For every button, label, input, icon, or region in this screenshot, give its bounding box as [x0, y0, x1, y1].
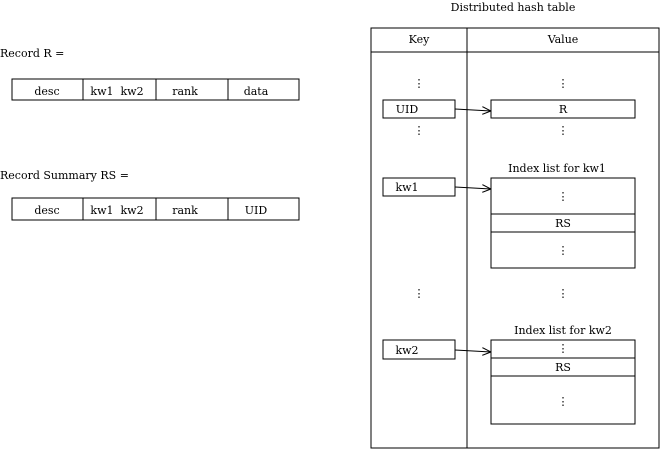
kw2-list-ellipsis: ⋮: [558, 342, 569, 355]
kw2-list-rs: RS: [555, 361, 571, 374]
kw2-key-label: kw2: [395, 344, 418, 357]
kw1-list-title: Index list for kw1: [508, 162, 606, 175]
record-r-label: Record R =: [0, 47, 64, 60]
kw1-list-rs: RS: [555, 217, 571, 230]
key-ellipsis: ⋮: [414, 77, 425, 90]
record-r-table: desc kw1 kw2 rank data: [11, 78, 300, 101]
uid-value-label: R: [559, 103, 568, 116]
kw1-entry: kw1 Index list for kw1 ⋮ RS ⋮: [382, 162, 636, 269]
value-ellipsis: ⋮: [558, 287, 569, 300]
dht-value-header: Value: [547, 33, 579, 46]
uid-arrow: [454, 109, 491, 111]
kw1-list-ellipsis: ⋮: [558, 244, 569, 257]
record-summary-table: desc kw1 kw2 rank UID: [11, 197, 300, 221]
kw1-list-ellipsis: ⋮: [558, 190, 569, 203]
kw2-arrow: [454, 350, 491, 352]
record-summary-field-rank: rank: [172, 204, 198, 217]
kw1-key-label: kw1: [395, 181, 418, 194]
uid-key-label: UID: [396, 103, 419, 116]
record-summary-field-desc: desc: [34, 204, 59, 217]
record-summary-field-keywords: kw1 kw2: [90, 204, 143, 217]
value-ellipsis: ⋮: [558, 124, 569, 137]
kw2-list-title: Index list for kw2: [514, 324, 612, 337]
record-r-field-rank: rank: [172, 85, 198, 98]
record-r-field-keywords: kw1 kw2: [90, 85, 143, 98]
record-summary-label: Record Summary RS =: [0, 169, 129, 182]
dht-title: Distributed hash table: [451, 1, 576, 14]
kw1-arrow: [454, 187, 491, 189]
record-summary-field-uid: UID: [245, 204, 268, 217]
kw2-list-ellipsis: ⋮: [558, 395, 569, 408]
key-ellipsis: ⋮: [414, 124, 425, 137]
kw2-entry: kw2 Index list for kw2 ⋮ RS ⋮: [382, 324, 636, 425]
value-ellipsis: ⋮: [558, 77, 569, 90]
record-r-field-desc: desc: [34, 85, 59, 98]
uid-entry: UID R: [382, 99, 636, 119]
key-ellipsis: ⋮: [414, 287, 425, 300]
dht-key-header: Key: [409, 33, 430, 46]
record-r-field-data: data: [244, 85, 269, 98]
